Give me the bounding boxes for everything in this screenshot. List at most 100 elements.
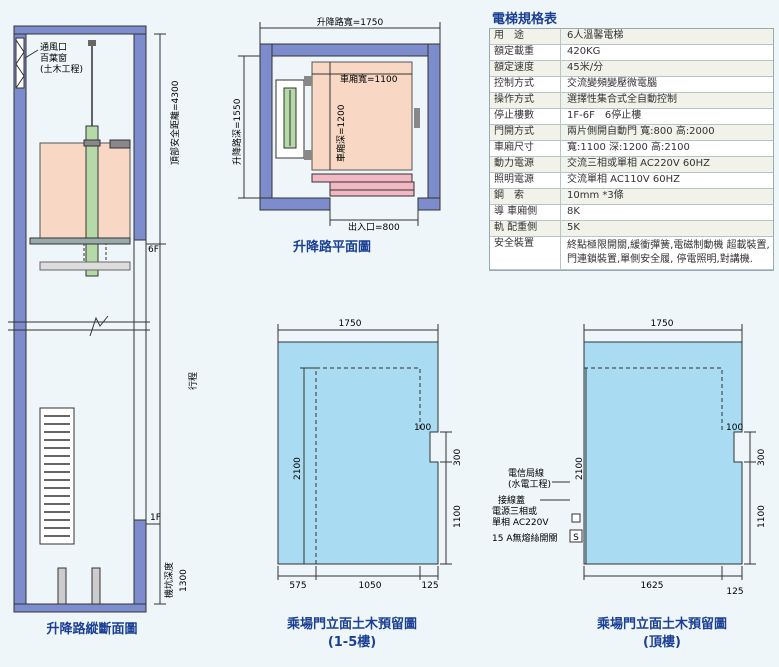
spec-key: 鋼 索 — [490, 189, 561, 204]
entrance-label: 出入口=800 — [348, 221, 400, 233]
hoist-depth-label: 升降路深=1550 — [231, 98, 243, 165]
spec-value: 6人溫馨電梯 — [567, 30, 624, 41]
spec-value: 5K — [567, 222, 580, 233]
section-right-wall-upper — [133, 29, 147, 241]
spec-value: 寬:1100 深:1200 高:2100 — [567, 142, 690, 153]
door15-title: 乘場門立面土木預留圖 — [286, 616, 417, 632]
car-door-panel-1 — [311, 173, 413, 183]
plan-front-wall-right — [417, 197, 441, 211]
door15-opening-outline — [315, 367, 421, 564]
spec-key: 額定速度 — [490, 61, 561, 76]
door15-middle-label: 1050 — [359, 581, 382, 591]
spec-row: 操作方式選擇性集合式全自動控制 — [490, 93, 773, 109]
note-power-1: 電源三相或 — [492, 505, 537, 517]
junction-box-icon — [571, 513, 581, 523]
spec-key: 導 車廂側 — [490, 205, 561, 220]
top-clearance-label: 頂部安全距離=4300 — [169, 80, 181, 165]
door15-subtitle: (1-5樓) — [328, 634, 376, 650]
spec-table: 用 途 6人溫馨電梯額定載重 420KG 額定速度 45米/分控制方式交流變頻變壓微電腦… — [489, 28, 774, 271]
hoistway-plan: 升降路寬=1750 升降路深=1550 車廂寬=1100 車廂深=1200 出入… — [231, 16, 441, 255]
car-width-label: 車廂寬=1100 — [340, 73, 398, 85]
spec-key: 門開方式 — [490, 125, 561, 140]
counterweight — [39, 407, 75, 545]
note-telecom-sub: (水電工程) — [508, 478, 551, 490]
spec-key: 軌 配重側 — [490, 221, 561, 236]
spec-value: 交流單相 AC110V 60HZ — [567, 174, 681, 185]
landing-door-elevation-1-5: 1750 2100 100 300 1100 575 1050 125 乘場門立… — [277, 319, 463, 650]
plan-back-wall — [259, 43, 441, 57]
spec-key: 車廂尺寸 — [490, 141, 561, 156]
spec-key: 額定載重 — [490, 45, 561, 60]
section-left-wall — [13, 29, 27, 611]
spec-value: 交流變頻變壓微電腦 — [567, 78, 657, 89]
section-top-slab — [13, 25, 147, 35]
car-depth-label: 車廂深=1200 — [335, 104, 347, 162]
spec-value: 45米/分 — [567, 62, 604, 73]
spec-value: 交流三相或單相 AC220V 60HZ — [567, 158, 711, 169]
car-door-panel-2 — [329, 181, 415, 191]
spec-row: 動力電源交流三相或單相 AC220V 60HZ — [490, 157, 773, 173]
door15-left-label: 575 — [289, 581, 306, 591]
spec-value: 420KG — [567, 46, 601, 57]
spec-key: 安全裝置 — [490, 237, 561, 269]
counterweight-buffer — [91, 567, 101, 605]
plan-front-wall-left — [259, 197, 331, 211]
hoist-width-label: 升降路寬=1750 — [317, 16, 384, 28]
spec-row: 安全裝置終點極限開關,緩衝彈簧,電磁制動機 超載裝置,門連鎖裝置,單側安全履, … — [490, 237, 773, 270]
doortop-notch-width-label: 100 — [726, 423, 743, 433]
spec-key: 動力電源 — [490, 157, 561, 172]
spec-value: 選擇性集合式全自動控制 — [567, 94, 677, 105]
plan-car — [311, 61, 413, 171]
floor-6f-label: 6F — [148, 245, 159, 255]
vent-label-2: 百葉窗 — [40, 52, 67, 64]
spec-row: 鋼 索 10mm *3條 — [490, 189, 773, 205]
section-right-wall-lower — [133, 519, 147, 611]
spec-value: 兩片側開自動門 寬:800 高:2000 — [567, 126, 715, 137]
plan-left-wall — [259, 43, 273, 211]
landing-door-elevation-top: 1750 2100 100 300 1100 1625 125 電信局線 (水電… — [492, 319, 767, 650]
spec-row: 用 途 6人溫馨電梯 — [490, 29, 773, 45]
car-platform — [29, 237, 131, 245]
doortop-width-label: 1750 — [651, 319, 674, 329]
travel-label: 行程 — [187, 372, 199, 390]
section-pit-floor — [13, 603, 147, 613]
note-breaker: 15 A無熔絲開關 — [492, 532, 557, 544]
spec-key: 控制方式 — [490, 77, 561, 92]
plan-title: 升降路平面圖 — [293, 239, 371, 255]
car-buffer — [57, 567, 67, 605]
doortop-subtitle: (頂樓) — [643, 634, 681, 650]
pit-depth-value: 1300 — [179, 569, 189, 592]
doortop-height-label: 2100 — [575, 457, 585, 480]
spec-value: 10mm *3條 — [567, 190, 624, 201]
section-title: 升降路縱斷面圖 — [46, 621, 137, 637]
spec-row: 車廂尺寸寬:1100 深:1200 高:2100 — [490, 141, 773, 157]
car-guide-rail — [85, 125, 99, 277]
spec-row: 照明電源交流單相 AC110V 60HZ — [490, 173, 773, 189]
door15-height-label: 2100 — [293, 457, 303, 480]
vent-label-3: (土木工程) — [40, 63, 83, 75]
door15-right-label: 125 — [421, 581, 438, 591]
doortop-notch-bottom-label: 1100 — [757, 505, 767, 528]
spec-key: 用 途 — [490, 29, 561, 44]
doortop-wall-panel — [583, 341, 743, 565]
door15-notch-bottom-label: 1100 — [453, 505, 463, 528]
spec-value: 1F-6F 6停止樓 — [567, 110, 642, 121]
doortop-bottom-label: 1625 — [641, 581, 664, 591]
spec-row: 門開方式兩片側開自動門 寬:800 高:2000 — [490, 125, 773, 141]
spec-row: 額定速度 45米/分 — [490, 61, 773, 77]
floor-1f-label: 1F — [150, 513, 161, 523]
door15-notch-height-label: 300 — [453, 449, 463, 466]
doortop-notch-height-label: 300 — [757, 449, 767, 466]
doortop-title: 乘場門立面土木預留圖 — [596, 616, 727, 632]
landing-door — [329, 189, 415, 197]
spec-key: 照明電源 — [490, 173, 561, 188]
door15-wall-panel — [277, 341, 439, 565]
note-junction: 接線蓋 — [498, 494, 525, 506]
door15-width-label: 1750 — [339, 319, 362, 329]
door15-notch-width-label: 100 — [414, 423, 431, 433]
spec-row: 額定載重 420KG — [490, 45, 773, 61]
spec-row: 軌 配重側 5K — [490, 221, 773, 237]
